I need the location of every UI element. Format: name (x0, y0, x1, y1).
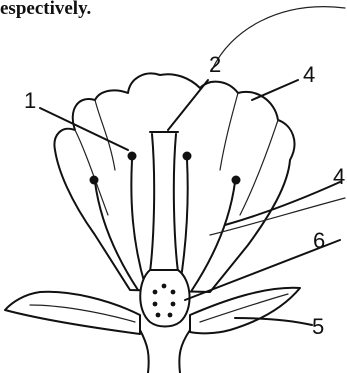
stalk (140, 330, 190, 373)
anther-4 (232, 176, 241, 185)
stalk-left (140, 330, 149, 373)
ovary (140, 270, 189, 327)
ovule (168, 313, 173, 318)
ovule (171, 290, 176, 295)
label-1: 1 (24, 88, 36, 113)
ovule (162, 284, 167, 289)
ovule (153, 302, 158, 307)
label-4: 4 (303, 62, 315, 87)
anther-2 (90, 176, 99, 185)
label-5: 5 (312, 314, 324, 339)
label-2: 2 (209, 52, 221, 77)
anther-3 (183, 152, 192, 161)
ovule (153, 290, 158, 295)
label-6: 6 (313, 228, 325, 253)
stalk-right (179, 330, 190, 373)
background-curve (212, 7, 345, 70)
anther-1 (128, 152, 137, 161)
ovule (156, 313, 161, 318)
sepal-right (190, 288, 300, 334)
label-4b: 4 (333, 164, 345, 189)
sepal-left (5, 292, 140, 334)
ovule (171, 302, 176, 307)
pointer-4 (252, 80, 298, 100)
